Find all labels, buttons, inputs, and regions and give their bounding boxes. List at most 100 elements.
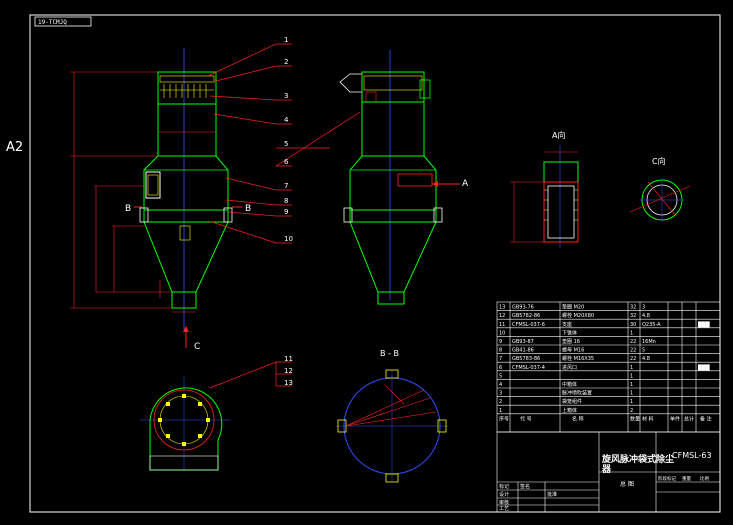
- role-review: 审核: [499, 499, 509, 506]
- bom-cell-name: 垫圈 M20: [562, 304, 584, 311]
- sheet-size-label: A2: [6, 140, 24, 155]
- bom-cell-mat: 16Mn: [642, 339, 656, 345]
- assembly-label: 总 图: [620, 480, 634, 488]
- bom-cell-no: 13: [499, 305, 505, 311]
- callout-1: 1: [284, 36, 288, 44]
- callout-9: 9: [284, 208, 288, 216]
- bom-cell-qty: 32: [630, 305, 636, 311]
- bom-cell-no: 1: [499, 408, 502, 414]
- callout-10: 10: [284, 235, 293, 243]
- bom-cell-qty: 1: [630, 382, 633, 388]
- bom-cell-no: 8: [499, 348, 502, 354]
- bom-cell-qty: 22: [630, 348, 636, 354]
- callout-11: 11: [284, 355, 293, 363]
- bom-cell-no: 4: [499, 382, 502, 388]
- bom-cell-name: 进风口: [562, 364, 577, 371]
- bom-cell-name: 螺栓 M16X35: [562, 355, 594, 362]
- bom-cell-code: CFMSL-037-6: [512, 322, 545, 328]
- title-block: [496, 301, 721, 513]
- sign-label-4: 签名: [520, 483, 530, 490]
- bom-cell-code: GB5783-86: [512, 356, 540, 362]
- bom-cell-no: 3: [499, 391, 502, 397]
- bom-cell-name: 垫圈 16: [562, 338, 580, 345]
- bom-cell-name: 支座: [562, 321, 572, 328]
- bom-header-cell: 总计: [684, 415, 694, 422]
- callout-13: 13: [284, 379, 293, 387]
- callout-12: 12: [284, 367, 293, 375]
- bom-header-cell: 备 注: [700, 415, 712, 422]
- bom-cell-qty: 30: [630, 322, 636, 328]
- bom-cell-remark: ███: [697, 321, 710, 328]
- c-view-title: C向: [652, 156, 666, 166]
- callout-4: 4: [284, 116, 289, 124]
- bom-header-cell: 材 料: [642, 415, 654, 422]
- c-view-marker: C: [194, 342, 200, 352]
- sign-label-0: 标记: [499, 483, 509, 490]
- bom-cell-mat: Q235-A: [642, 322, 661, 328]
- bom-cell-no: 10: [499, 330, 505, 336]
- bom-cell-qty: 22: [630, 356, 636, 362]
- bom-cell-qty: 22: [630, 339, 636, 345]
- bom-cell-name: 螺栓 M20X80: [562, 312, 594, 319]
- sheet-code-box: [34, 16, 92, 27]
- callout-8: 8: [284, 197, 288, 205]
- callout-7: 7: [284, 182, 288, 190]
- bom-cell-name: 下锥体: [562, 329, 577, 336]
- bom-cell-no: 11: [499, 322, 505, 328]
- side-view: A: [339, 50, 469, 305]
- b-marker-right: B: [245, 204, 251, 214]
- bom-cell-no: 6: [499, 365, 502, 371]
- callout-numbers: 1 2 3 4 5 6 7 8 9 10 11 12 13: [284, 36, 293, 387]
- bom-cell-no: 5: [499, 373, 502, 379]
- callout-2: 2: [284, 58, 288, 66]
- drawing-number: CFMSL-63: [672, 451, 712, 460]
- scale-label-1: 重量: [682, 475, 691, 482]
- bom-cell-code: CFMSL-037-4: [512, 365, 545, 371]
- bom-cell-qty: 2: [630, 408, 633, 414]
- bom-cell-qty: 1: [630, 399, 633, 405]
- bom-header-cell: 单件: [670, 415, 680, 422]
- callout-3: 3: [284, 92, 288, 100]
- bom-cell-name: 上箱体: [562, 407, 577, 414]
- bom-cell-remark: ███: [697, 364, 710, 371]
- bb-section-view: B - B: [336, 349, 448, 483]
- title-block-text: 旋风脉冲袋式除尘 器 CFMSL-63 总 图 标记 签名 设计 审核 工艺 批…: [499, 451, 712, 512]
- role-design: 设计: [499, 491, 509, 498]
- bom-cell-qty: 32: [630, 313, 636, 319]
- bom-header-cell: 名 称: [572, 415, 584, 422]
- bb-section-title: B - B: [380, 349, 399, 358]
- bom-cell-qty: 1: [630, 365, 633, 371]
- bom-cell-qty: 1: [630, 373, 633, 379]
- bom-cell-code: GB93-87: [512, 339, 534, 345]
- bom-cell-code: GB5782-86: [512, 313, 540, 319]
- bom-cell-no: 12: [499, 313, 505, 319]
- bom-cell-no: 2: [499, 399, 502, 405]
- bom-cell-name: 袋笼组件: [562, 398, 582, 405]
- sheet-code-text: 19-TCMJQ: [38, 19, 67, 26]
- a-view-title: A向: [552, 130, 565, 140]
- bom-cell-name: 中箱体: [562, 381, 577, 388]
- bom-header-cell: 代 号: [520, 415, 532, 422]
- bom-header-cell: 序号: [499, 415, 509, 422]
- bom-cell-name: 螺母 M16: [562, 347, 584, 354]
- callout-5: 5: [284, 140, 288, 148]
- top-section-view: [140, 376, 230, 471]
- c-direction-view: C向: [629, 156, 691, 222]
- role-process: 工艺: [499, 506, 509, 512]
- scale-label-0: 阶段标记: [658, 475, 676, 482]
- callout-leaders: [207, 43, 361, 389]
- bom-cell-code: GB93-76: [512, 305, 534, 311]
- bom-cell-name: 脉冲喷吹装置: [562, 390, 592, 397]
- bom-cell-mat: 3: [642, 305, 645, 311]
- drawing-outer-frame: [29, 14, 721, 513]
- callout-6: 6: [284, 158, 289, 166]
- bom-cell-mat: 4.8: [642, 313, 650, 319]
- scale-label-2: 比例: [700, 475, 709, 482]
- bom-cell-mat: 4.8: [642, 356, 650, 362]
- bom-cell-mat: 5: [642, 348, 645, 354]
- bom-header-cell: 数量: [630, 415, 640, 422]
- b-marker-left: B: [125, 204, 131, 214]
- a-view-marker: A: [462, 179, 469, 189]
- a-direction-view: A向: [510, 130, 579, 248]
